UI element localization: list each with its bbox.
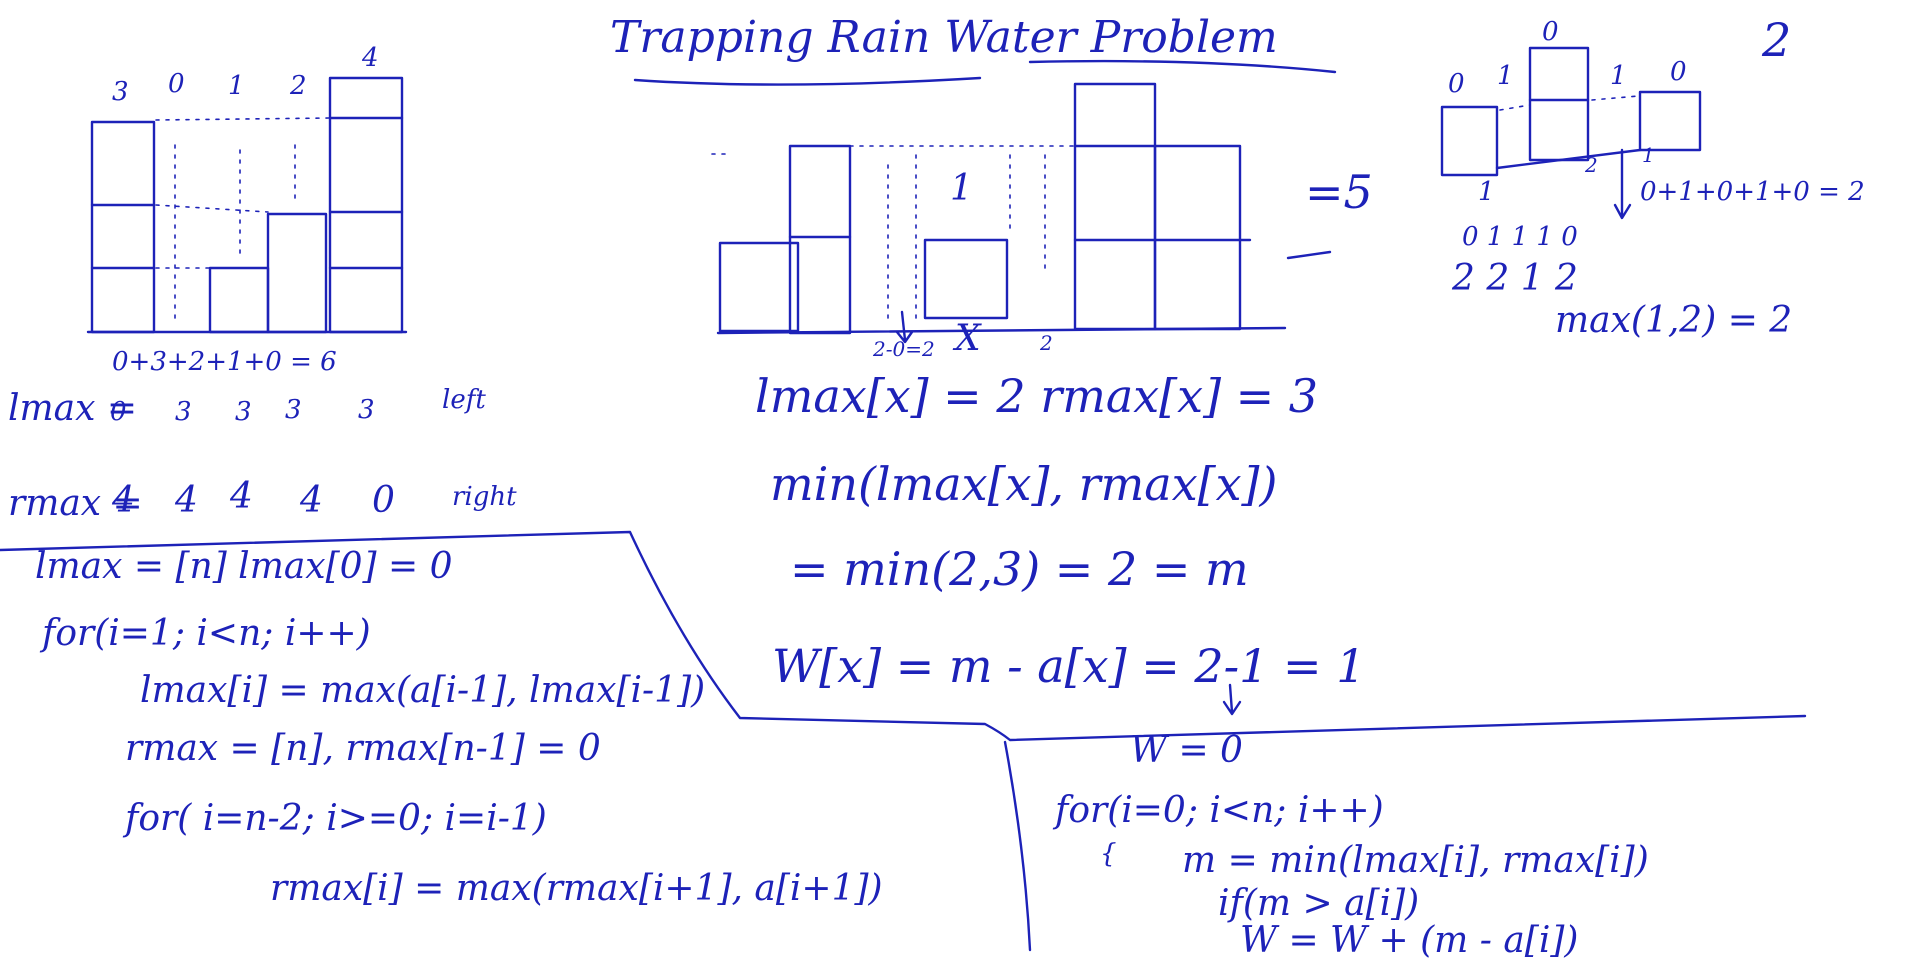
right-height-3: 1 bbox=[1610, 61, 1627, 91]
lmax-value-1: 3 bbox=[175, 397, 192, 427]
lmax-label: lmax = bbox=[8, 388, 137, 429]
right-below-label-0: 1 bbox=[1478, 177, 1495, 207]
center-bar-diagram bbox=[711, 82, 1287, 344]
center-math-line-1: min(lmax[x], rmax[x]) bbox=[770, 457, 1277, 511]
right-sum: 0+1+0+1+0 = 2 bbox=[1640, 177, 1865, 207]
right-height-1: 1 bbox=[1497, 61, 1514, 91]
rmax-label: rmax = bbox=[8, 483, 143, 524]
code-left-line-0: lmax = [n] lmax[0] = 0 bbox=[35, 546, 453, 587]
code-right-line-1: for(i=0; i<n; i++) bbox=[1052, 790, 1384, 831]
code-right-line-2: { bbox=[1100, 839, 1117, 869]
rmax-value-0: 4 bbox=[111, 480, 135, 521]
right-height-0: 0 bbox=[1448, 69, 1465, 99]
code-left-line-1: for(i=1; i<n; i++) bbox=[39, 613, 371, 654]
code-left-line-2: lmax[i] = max(a[i-1], lmax[i-1]) bbox=[140, 670, 705, 711]
code-right-line-5: W = W + (m - a[i]) bbox=[1240, 920, 1578, 961]
right-height-4: 0 bbox=[1670, 57, 1687, 87]
right-max-expr: max(1,2) = 2 bbox=[1555, 300, 1792, 341]
center-water-label: 1 bbox=[950, 168, 973, 209]
code-left-line-4: for( i=n-2; i>=0; i=i-1) bbox=[122, 798, 547, 839]
center-below-label-1: X bbox=[952, 318, 982, 359]
lmax-note: left bbox=[442, 385, 486, 415]
divider-vertical bbox=[1003, 740, 1032, 952]
code-right-line-3: m = min(lmax[i], rmax[i]) bbox=[1182, 840, 1649, 881]
left-height-1: 0 bbox=[168, 69, 185, 99]
left-height-3: 2 bbox=[289, 71, 307, 101]
center-math-arrow bbox=[1222, 683, 1242, 716]
left-height-2: 1 bbox=[228, 71, 245, 101]
right-water-top: 0 bbox=[1542, 17, 1559, 47]
right-row-0: 0 1 1 1 0 bbox=[1462, 222, 1578, 252]
title: Trapping Rain Water Problem bbox=[610, 12, 1278, 63]
left-height-4: 4 bbox=[361, 43, 379, 73]
center-math-line-2: = min(2,3) = 2 = m bbox=[790, 542, 1249, 596]
rmax-value-4: 0 bbox=[372, 480, 395, 521]
rmax-note: right bbox=[452, 482, 517, 512]
title-underline bbox=[633, 76, 982, 86]
center-below-label-2: 2 bbox=[1039, 331, 1053, 355]
center-math-line-3: W[x] = m - a[x] = 2-1 = 1 bbox=[772, 639, 1366, 693]
code-left-line-5: rmax[i] = max(rmax[i+1], a[i+1]) bbox=[270, 868, 883, 909]
left-height-0: 3 bbox=[112, 77, 129, 107]
right-row-1: 2 2 1 2 bbox=[1451, 258, 1578, 299]
left-sum: 0+3+2+1+0 = 6 bbox=[112, 347, 337, 377]
right-bar-diagram: 0 1 0 1 0 bbox=[1440, 17, 1702, 220]
divider-left bbox=[0, 530, 1807, 742]
lmax-value-4: 3 bbox=[358, 395, 375, 425]
rmax-value-3: 4 bbox=[299, 480, 323, 521]
center-math-line-0: lmax[x] = 2 rmax[x] = 3 bbox=[755, 369, 1318, 423]
lmax-value-2: 3 bbox=[235, 397, 252, 427]
code-left-line-3: rmax = [n], rmax[n-1] = 0 bbox=[125, 728, 601, 769]
rmax-value-1: 4 bbox=[174, 480, 198, 521]
center-below-label-0: 2-0=2 bbox=[872, 337, 935, 361]
right-below-label-1: 2 bbox=[1584, 153, 1598, 177]
code-right-line-4: if(m > a[i]) bbox=[1218, 883, 1419, 924]
center-result-dash bbox=[1286, 250, 1332, 260]
left-bar-diagram: 3 0 1 2 4 bbox=[86, 43, 408, 334]
top-right-number: 2 bbox=[1761, 13, 1791, 67]
center-result: =5 bbox=[1305, 165, 1373, 219]
code-right-line-0: W = 0 bbox=[1130, 730, 1243, 771]
title-underline-2 bbox=[1028, 59, 1337, 74]
rmax-value-2: 4 bbox=[229, 476, 253, 517]
lmax-value-0: 0 bbox=[110, 397, 127, 427]
lmax-value-3: 3 bbox=[285, 395, 302, 425]
right-below-label-2: 1 bbox=[1642, 143, 1655, 167]
